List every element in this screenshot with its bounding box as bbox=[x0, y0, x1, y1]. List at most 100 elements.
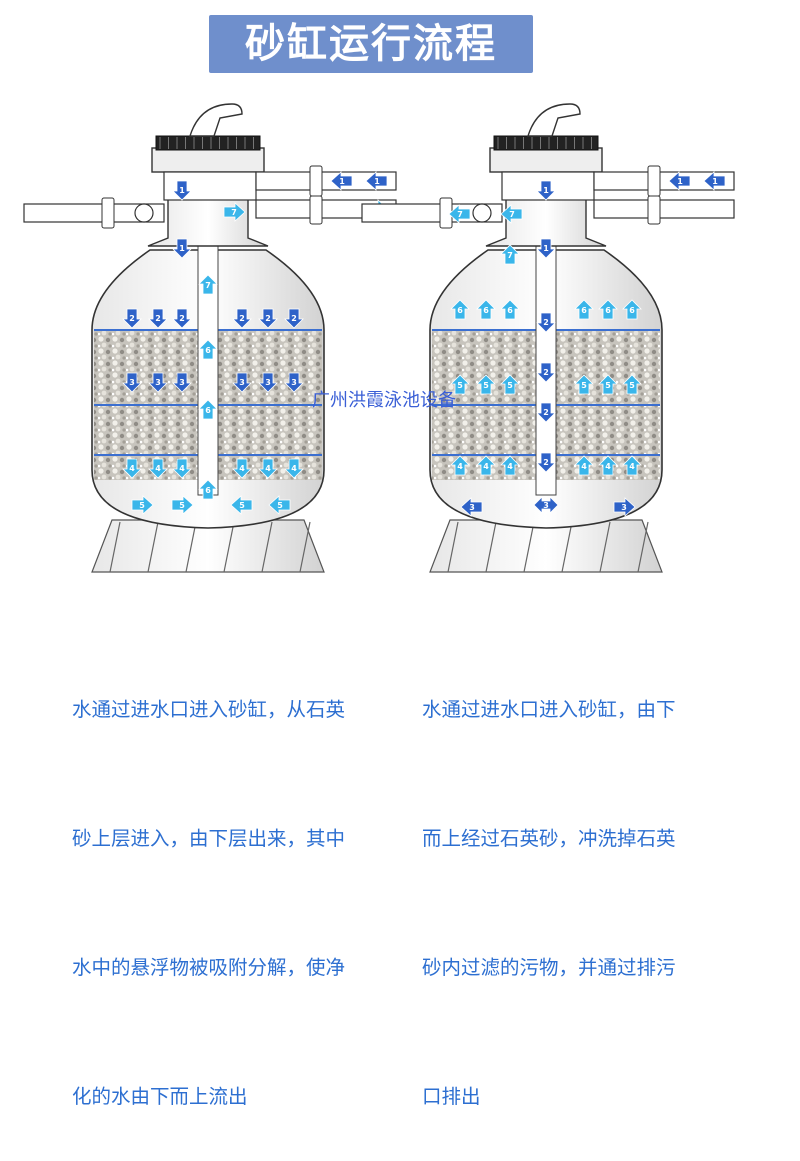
arrow-shape bbox=[598, 299, 618, 320]
arrow-label: 1 bbox=[543, 186, 549, 195]
tank-neck bbox=[147, 197, 269, 247]
arrow-label: 3 bbox=[155, 378, 161, 387]
flow-arrow-center-pipe: 6 bbox=[198, 479, 218, 500]
arrow-shape bbox=[284, 372, 304, 393]
arrow-label: 1 bbox=[179, 244, 185, 253]
arrow-label: 3 bbox=[469, 503, 475, 512]
right-description-line: 口排出 bbox=[422, 1085, 481, 1108]
arrow-shape bbox=[598, 455, 618, 476]
arrow-label: 4 bbox=[605, 462, 611, 471]
arrow-shape bbox=[258, 372, 278, 393]
inlet-pipe bbox=[255, 171, 397, 191]
valve-handle bbox=[189, 103, 243, 137]
flow-arrow-collector: 5 bbox=[131, 495, 154, 515]
stand-rib bbox=[261, 521, 273, 573]
arrow-shape bbox=[574, 299, 594, 320]
flow-arrow-sand: 3 bbox=[258, 372, 278, 393]
stand-rib bbox=[185, 521, 197, 573]
valve-cap bbox=[493, 135, 599, 151]
arrow-label: 6 bbox=[581, 306, 587, 315]
arrow-shape bbox=[258, 308, 278, 329]
arrow-label: 2 bbox=[543, 318, 549, 327]
waste-pipe bbox=[23, 203, 165, 223]
arrow-shape bbox=[622, 299, 642, 320]
arrow-shape bbox=[536, 180, 556, 201]
flow-arrow-rise: 7 bbox=[500, 244, 520, 265]
arrow-label: 1 bbox=[677, 177, 683, 186]
arrow-shape bbox=[622, 374, 642, 395]
watermark: 广州洪霞泳池设备 bbox=[312, 390, 456, 411]
arrow-shape bbox=[122, 372, 142, 393]
arrow-shape bbox=[500, 455, 520, 476]
pipe-union bbox=[309, 195, 323, 225]
left-description-line: 水通过进水口进入砂缸，从石英 bbox=[72, 698, 346, 721]
arrow-shape bbox=[230, 495, 253, 515]
arrow-shape bbox=[450, 455, 470, 476]
valve-head bbox=[151, 147, 265, 173]
arrow-shape bbox=[232, 372, 252, 393]
flow-arrow-sand: 5 bbox=[622, 374, 642, 395]
flow-arrow-waste: 7 bbox=[500, 204, 523, 224]
flow-arrow-top: 6 bbox=[476, 299, 496, 320]
flow-arrow-inlet: 1 bbox=[365, 171, 388, 191]
flow-arrow-top: 2 bbox=[284, 308, 304, 329]
arrow-label: 2 bbox=[129, 314, 135, 323]
flow-arrow-bottom-layer: 4 bbox=[172, 458, 192, 479]
arrow-shape bbox=[450, 374, 470, 395]
arrow-shape bbox=[172, 372, 192, 393]
arrow-label: 5 bbox=[605, 381, 611, 390]
left-description-line: 化的水由下而上流出 bbox=[72, 1085, 248, 1108]
flow-arrow-sand: 5 bbox=[598, 374, 618, 395]
arrow-label: 2 bbox=[543, 408, 549, 417]
left-description-line: 砂上层进入，由下层出来，其中 bbox=[72, 827, 346, 850]
arrow-shape bbox=[284, 458, 304, 479]
arrow-label: 2 bbox=[543, 368, 549, 377]
arrow-label: 2 bbox=[291, 314, 297, 323]
flow-arrow-neck: 1 bbox=[536, 238, 556, 259]
arrow-shape bbox=[198, 479, 218, 500]
arrow-label: 6 bbox=[605, 306, 611, 315]
arrow-shape bbox=[500, 374, 520, 395]
arrow-label: 5 bbox=[483, 381, 489, 390]
right-description: 水通过进水口进入砂缸，由下 而上经过石英砂，冲洗掉石英 砂内过滤的污物，并通过排… bbox=[422, 602, 676, 1161]
flow-arrow-top: 2 bbox=[172, 308, 192, 329]
flow-arrow-bottom-layer: 4 bbox=[500, 455, 520, 476]
arrow-label: 5 bbox=[139, 501, 145, 510]
valve-handle bbox=[527, 103, 581, 137]
flow-arrow-top: 2 bbox=[122, 308, 142, 329]
waste-port bbox=[134, 203, 154, 223]
arrow-shape bbox=[536, 402, 556, 423]
flow-arrow-bottom-layer: 4 bbox=[148, 458, 168, 479]
arrow-shape bbox=[284, 308, 304, 329]
flow-arrow-valve: 1 bbox=[536, 180, 556, 201]
waste-port bbox=[472, 203, 492, 223]
arrow-label: 4 bbox=[265, 464, 271, 473]
flow-arrow-bottom-layer: 4 bbox=[122, 458, 142, 479]
arrow-label: 1 bbox=[339, 177, 345, 186]
pipe-union bbox=[309, 165, 323, 197]
arrow-shape bbox=[476, 299, 496, 320]
arrow-shape bbox=[574, 374, 594, 395]
arrow-label: 5 bbox=[581, 381, 587, 390]
arrow-label: 1 bbox=[179, 186, 185, 195]
flow-arrow-collector: 5 bbox=[230, 495, 253, 515]
arrow-label: 7 bbox=[457, 210, 463, 219]
arrow-shape bbox=[536, 238, 556, 259]
arrow-shape bbox=[536, 452, 556, 473]
pipe-union bbox=[101, 197, 115, 229]
arrow-shape bbox=[172, 238, 192, 259]
arrow-shape bbox=[613, 497, 636, 517]
arrow-label: 6 bbox=[205, 406, 211, 415]
arrow-label: 2 bbox=[179, 314, 185, 323]
pipe-union bbox=[647, 195, 661, 225]
arrow-label: 3 bbox=[179, 378, 185, 387]
arrow-shape bbox=[448, 204, 471, 224]
arrow-label: 3 bbox=[239, 378, 245, 387]
arrow-shape bbox=[536, 312, 556, 333]
page-title: 砂缸运行流程 bbox=[245, 21, 497, 67]
sand-filter-diagram: 11112222223333334444445555666777 1111222… bbox=[23, 103, 735, 573]
arrow-shape bbox=[232, 308, 252, 329]
left-tank-filtering: 11112222223333334444445555666777 bbox=[23, 103, 397, 573]
flow-arrow-rise: 7 bbox=[198, 274, 218, 295]
flow-arrow-top: 6 bbox=[598, 299, 618, 320]
